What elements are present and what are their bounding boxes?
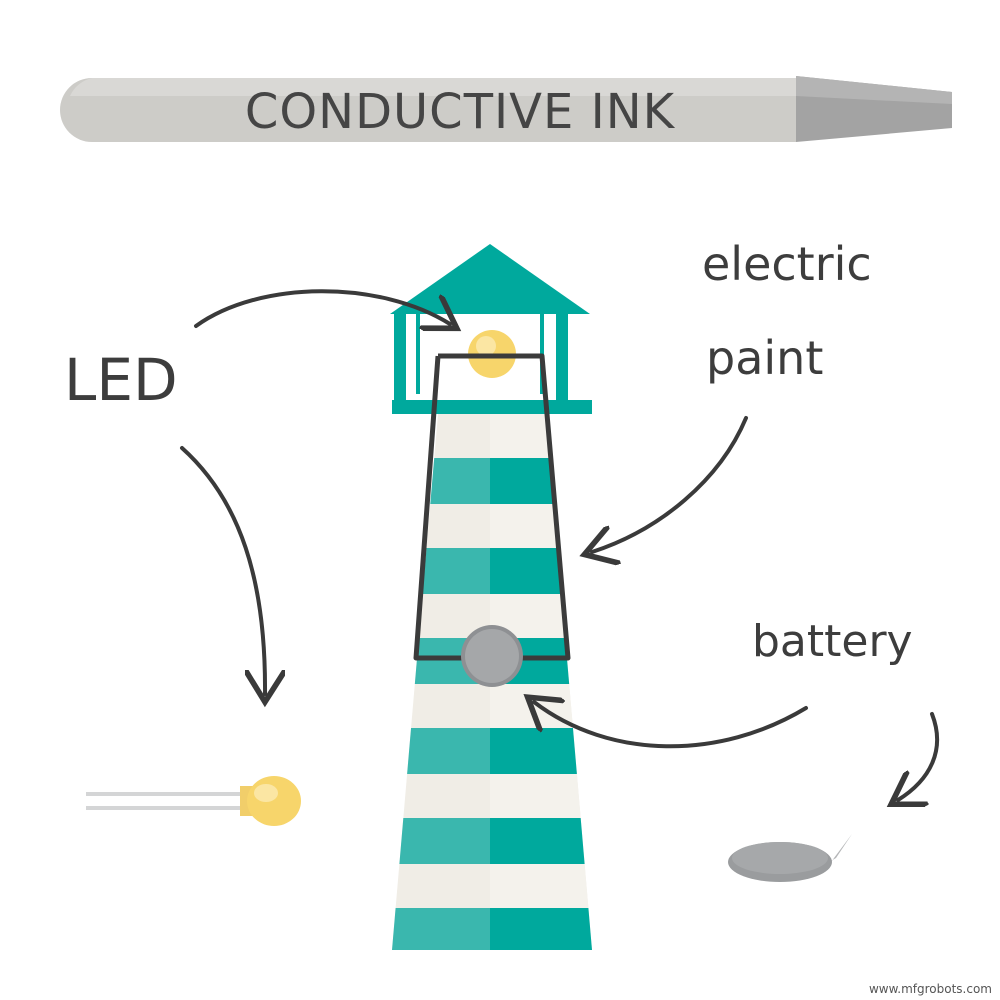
- led-label: LED: [64, 346, 178, 414]
- arrows: [180, 289, 940, 800]
- led-lens: [247, 776, 301, 826]
- conductive-ink-pen: CONDUCTIVE INK: [60, 76, 952, 142]
- lighthouse: [390, 244, 592, 950]
- arrow-paint-to-trace: [592, 416, 748, 552]
- pen-label: CONDUCTIVE INK: [245, 84, 676, 140]
- lantern-post-inner-left: [416, 314, 420, 394]
- tower-stripe-left: [392, 728, 490, 774]
- led-lead-bottom: [86, 806, 256, 810]
- arrow-led-to-component: [180, 446, 265, 694]
- arrow-battery-to-cell: [534, 702, 808, 749]
- pen-body-highlight: [70, 78, 796, 96]
- watermark: www.mfgrobots.com: [868, 982, 992, 996]
- lighthouse-gallery: [392, 400, 592, 414]
- battery-label: battery: [752, 616, 913, 667]
- lantern-post-right: [556, 314, 568, 404]
- arrow-battery-to-holder: [898, 712, 940, 800]
- led-lens-highlight: [254, 784, 278, 802]
- lighthouse-roof: [390, 244, 590, 314]
- tower-stripe-left: [392, 908, 490, 950]
- electric-paint-trace: [413, 353, 571, 661]
- electric-label: electric: [702, 237, 872, 291]
- lantern-post-left: [394, 314, 406, 404]
- battery-coin-face: [465, 629, 519, 683]
- battery-holder-top: [732, 842, 828, 874]
- led-lead-top: [86, 792, 256, 796]
- led-component: [86, 776, 301, 826]
- paint-label: paint: [706, 331, 823, 385]
- tower-stripe-right: [490, 818, 592, 864]
- tower-stripe-left: [392, 458, 490, 504]
- tower-stripe-right: [490, 908, 592, 950]
- battery-holder: [714, 834, 852, 882]
- tower-stripe-right: [490, 548, 592, 594]
- tower-stripe-left: [392, 548, 490, 594]
- arrow-led-to-bulb: [194, 289, 450, 326]
- pen-tip-highlight: [796, 76, 952, 104]
- tower-stripe-left: [392, 818, 490, 864]
- led-bulb-highlight: [476, 336, 496, 356]
